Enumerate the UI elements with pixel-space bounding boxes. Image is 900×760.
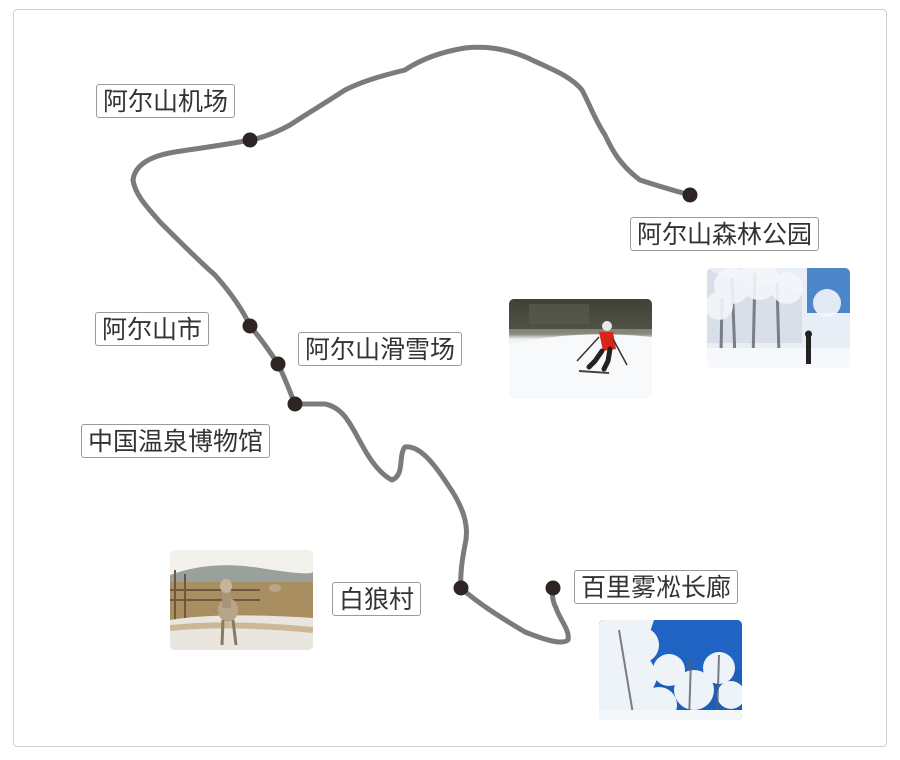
label-forest-park[interactable]: 阿尔山森林公园 [630,217,820,251]
snow-forest-photo [707,268,850,368]
label-city[interactable]: 阿尔山市 [95,312,210,346]
label-white-wolf-village[interactable]: 白狼村 [332,582,422,616]
stop-dot-airport[interactable] [242,132,258,148]
stop-dot-hot-spring-museum[interactable] [287,396,303,412]
label-rime-corridor[interactable]: 百里雾凇长廊 [574,570,739,604]
stop-dot-white-wolf-village[interactable] [453,580,469,596]
deer-photo [170,550,313,650]
stop-dot-ski-resort[interactable] [270,356,286,372]
stop-dot-forest-park[interactable] [682,187,698,203]
skier-photo [509,299,652,399]
stop-dot-city[interactable] [242,318,258,334]
stop-dot-rime-corridor[interactable] [545,580,561,596]
route-line [130,44,693,645]
label-hot-spring-museum[interactable]: 中国温泉博物馆 [81,424,271,458]
label-airport[interactable]: 阿尔山机场 [96,84,236,118]
label-ski-resort[interactable]: 阿尔山滑雪场 [298,332,463,366]
rime-trees-photo [599,620,742,720]
